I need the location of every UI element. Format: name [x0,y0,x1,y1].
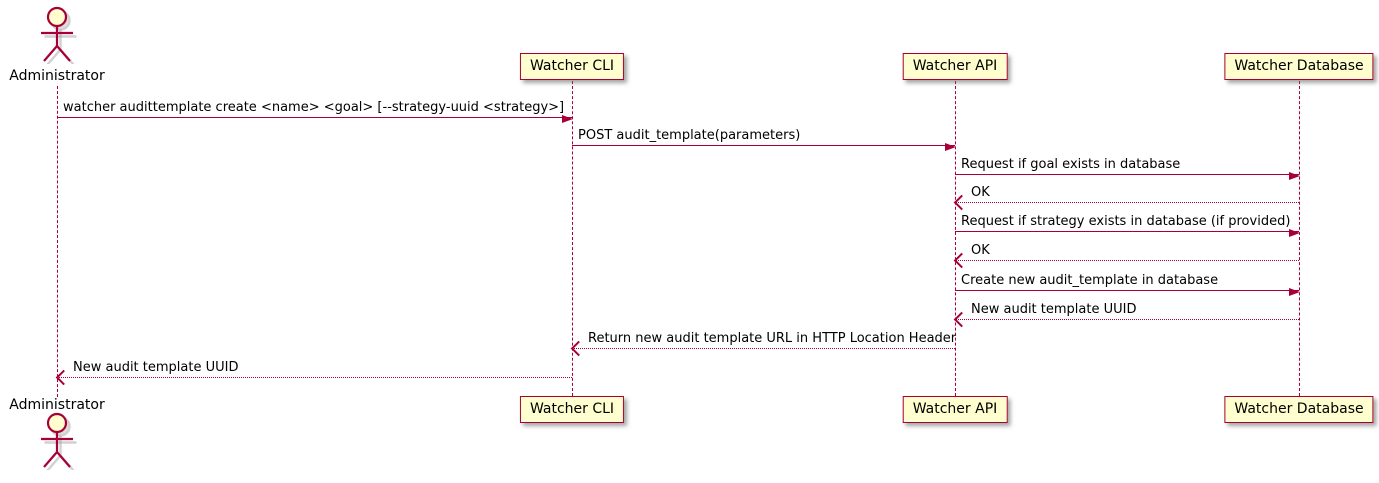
sequence-message: POST audit_template(parameters) [572,128,956,151]
sequence-message: New audit template UUID [55,360,572,386]
participant-box: Watcher CLI [519,396,625,423]
arrowhead-icon [953,252,970,269]
message-label: POST audit_template(parameters) [578,128,801,143]
message-line [57,377,572,378]
lifeline [954,81,956,396]
sequence-message: OK [953,243,1299,269]
arrowhead-icon [945,143,956,151]
arrowhead-icon [1289,288,1300,296]
message-label: Return new audit template URL in HTTP Lo… [588,331,957,346]
sequence-message: Request if strategy exists in database (… [955,214,1300,237]
participant-label: Watcher Database [1234,401,1364,417]
message-line [57,117,572,118]
actor-label-bottom: Administrator [9,397,105,413]
message-line [955,290,1299,291]
sequence-message: Create new audit_template in database [955,273,1300,296]
participant-box: Watcher API [902,53,1008,80]
message-label: Request if goal exists in database [961,157,1181,172]
participant-label: Watcher API [912,401,998,417]
arrowhead-icon [1289,172,1300,180]
sequence-message: Return new audit template URL in HTTP Lo… [570,331,957,357]
message-label: OK [971,243,990,258]
participant-box: Watcher CLI [519,53,625,80]
message-line [955,174,1299,175]
message-line [572,348,955,349]
message-label: New audit template UUID [971,302,1137,317]
message-label: watcher audittemplate create <name> <goa… [63,100,565,115]
participant-label: Watcher CLI [529,58,615,74]
participant-box: Watcher Database [1224,53,1374,80]
actor-label-top: Administrator [9,68,105,84]
participant-box: Watcher Database [1224,396,1374,423]
lifeline [1298,81,1300,396]
message-line [955,260,1299,261]
message-label: Create new audit_template in database [961,273,1219,288]
participant-label: Watcher Database [1234,58,1364,74]
actor-icon [41,412,77,470]
participant-box: Watcher API [902,396,1008,423]
sequence-message: New audit template UUID [953,302,1299,328]
lifeline [56,86,58,397]
sequence-message: watcher audittemplate create <name> <goa… [57,100,573,123]
message-line [955,202,1299,203]
message-line [572,145,955,146]
arrowhead-icon [562,115,573,123]
message-label: Request if strategy exists in database (… [961,214,1291,229]
lifeline [571,81,573,396]
arrowhead-icon [570,340,587,357]
sequence-message: Request if goal exists in database [955,157,1300,180]
arrowhead-icon [55,369,72,386]
participant-label: Watcher CLI [529,401,615,417]
actor-icon [41,6,77,64]
participant-label: Watcher API [912,58,998,74]
message-line [955,231,1299,232]
arrowhead-icon [953,311,970,328]
message-line [955,319,1299,320]
message-label: OK [971,185,990,200]
message-label: New audit template UUID [73,360,239,375]
arrowhead-icon [953,194,970,211]
sequence-message: OK [953,185,1299,211]
arrowhead-icon [1289,229,1300,237]
